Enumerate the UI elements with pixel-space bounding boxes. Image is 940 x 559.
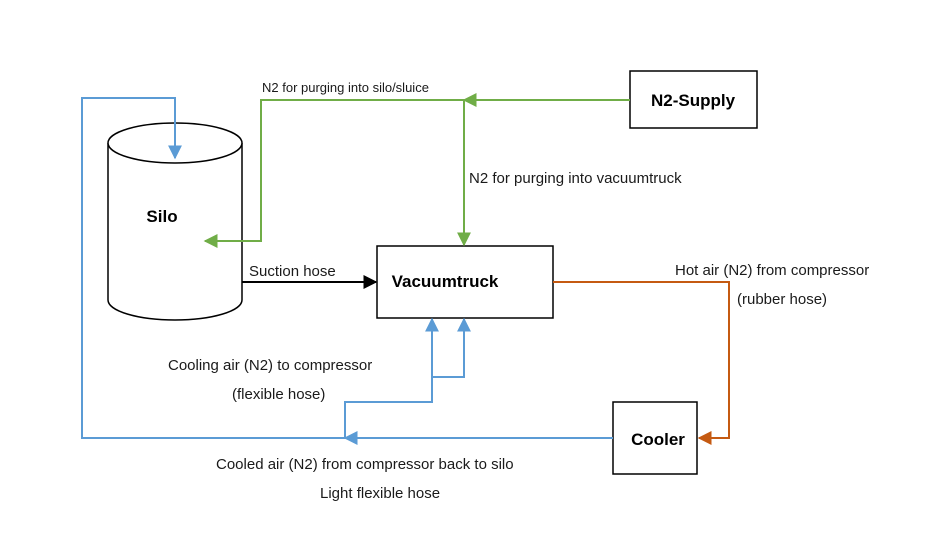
vacuumtruck-node: Vacuumtruck [376, 245, 554, 319]
label-cooling-air: Cooling air (N2) to compressor [168, 357, 372, 374]
label-cooled-air: Cooled air (N2) from compressor back to … [216, 456, 514, 473]
label-suction-hose: Suction hose [249, 263, 336, 280]
label-rubber-hose: (rubber hose) [737, 291, 827, 308]
n2-supply-node: N2-Supply [629, 70, 758, 129]
vacuumtruck-label: Vacuumtruck [392, 272, 499, 291]
cooled-air-back-to-silo [81, 97, 345, 439]
cooling-air-lines [81, 97, 613, 445]
label-n2-silo: N2 for purging into silo/sluice [262, 80, 429, 95]
n2-supply-label: N2-Supply [651, 91, 736, 110]
n2-purge-lines [203, 93, 630, 248]
label-light-hose: Light flexible hose [320, 485, 440, 502]
cooling-air-to-compressor-2 [432, 317, 471, 378]
silo-body [107, 143, 243, 321]
label-flexible-hose: (flexible hose) [232, 386, 325, 403]
cooling-air-to-compressor [344, 317, 439, 438]
hot-air-line [553, 281, 730, 445]
cooler-label: Cooler [631, 430, 685, 449]
n2-supply-box [629, 70, 758, 129]
vacuumtruck-box [376, 245, 554, 319]
silo-label: Silo [146, 207, 177, 226]
n2-line-to-silo [203, 99, 464, 248]
label-n2-vacuumtruck: N2 for purging into vacuumtruck [469, 170, 682, 187]
cooler-node: Cooler [612, 401, 698, 475]
cooler-box [612, 401, 698, 475]
label-hot-air: Hot air (N2) from compressor [675, 262, 869, 279]
